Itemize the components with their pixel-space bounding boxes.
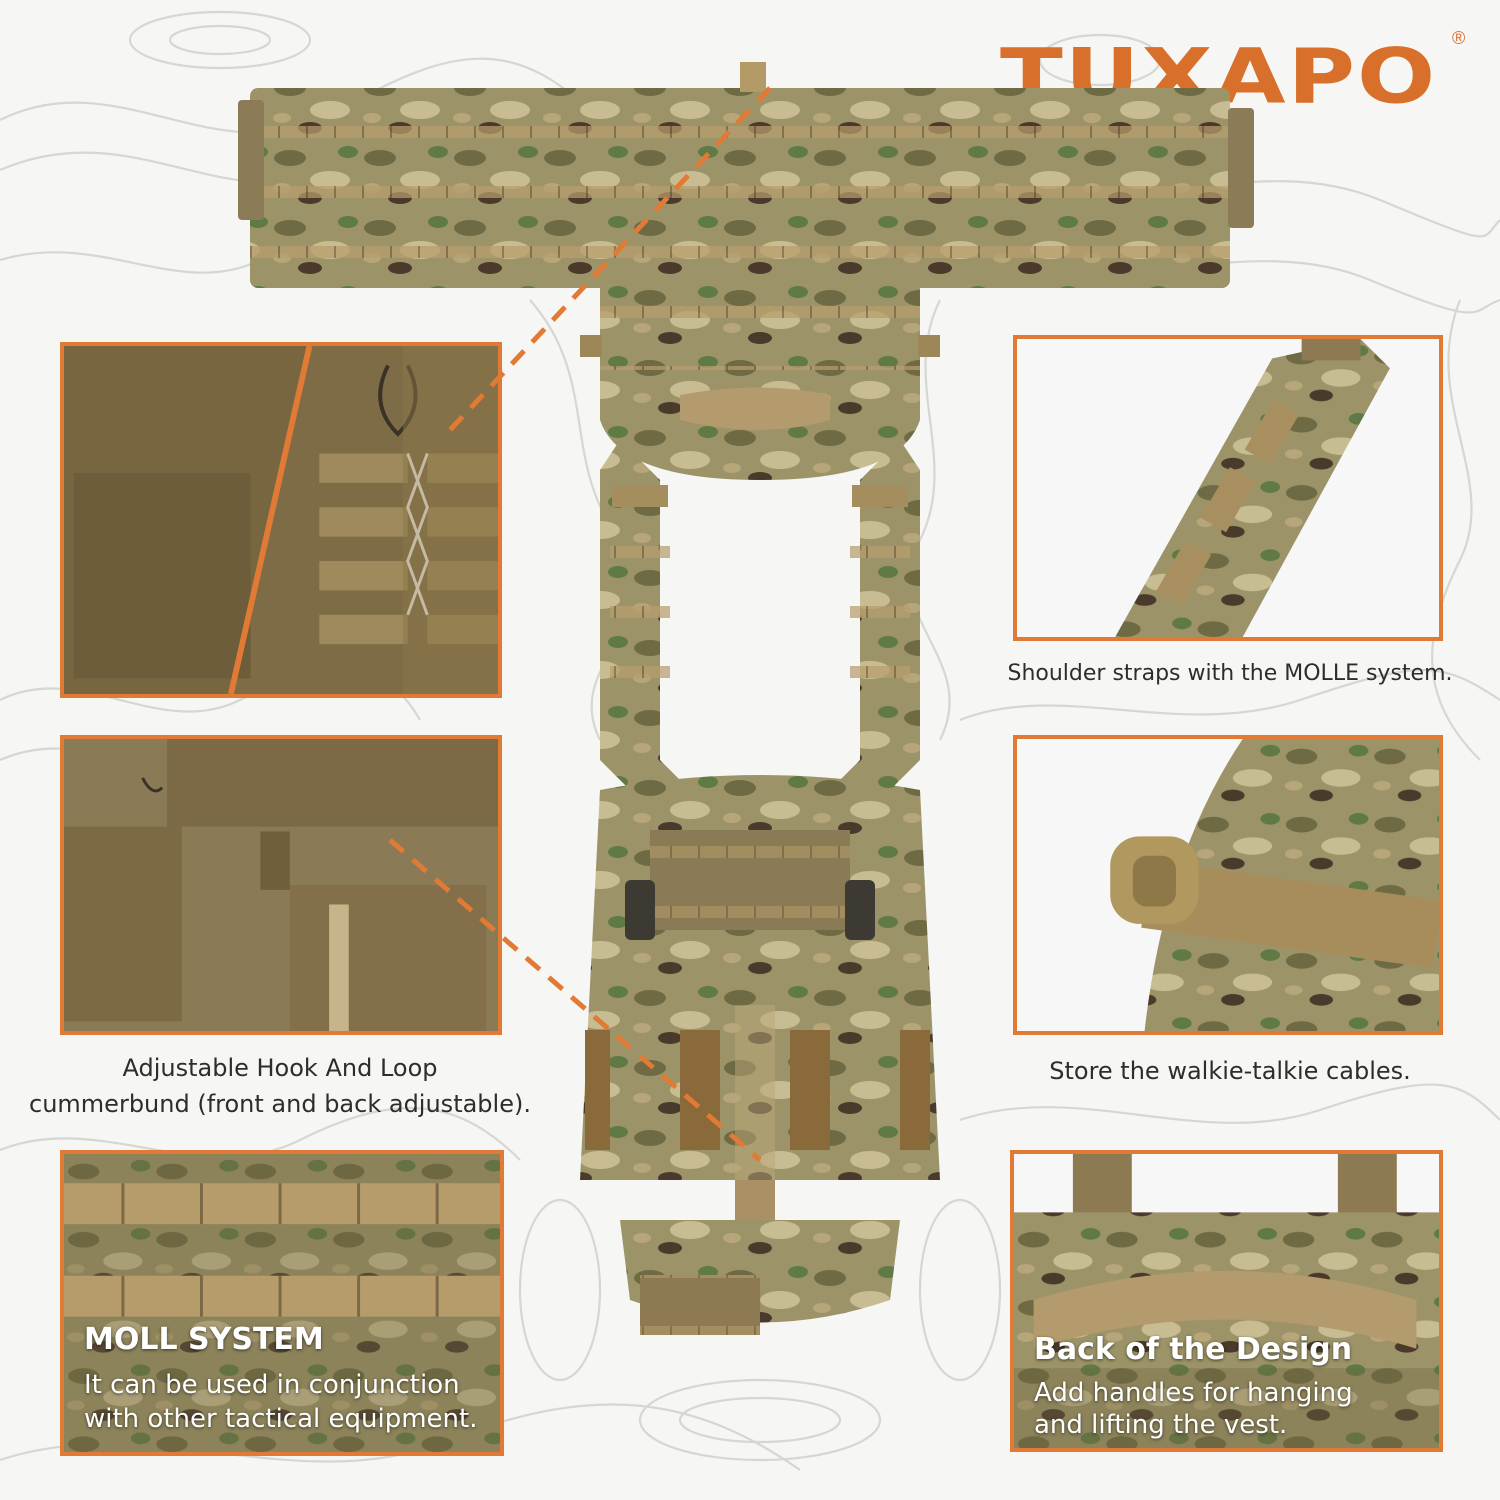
cummerbund-adjust-caption: Adjustable Hook And Loop cummerbund (fro…: [0, 1050, 560, 1122]
cummerbund-caption-line-1: Adjustable Hook And Loop: [122, 1054, 438, 1082]
shoulder-strap-icon: [1017, 339, 1439, 637]
cable-keeper-icon: [1017, 739, 1439, 1031]
back-design-text-2: and lifting the vest.: [1034, 1410, 1288, 1440]
cable-keeper-panel: [1013, 735, 1443, 1035]
cummerbund-lacing-panel: [60, 342, 502, 698]
registered-mark: ®: [1452, 28, 1466, 48]
cummerbund-caption-line-2: cummerbund (front and back adjustable).: [29, 1090, 531, 1118]
drag-handle-icon: [1014, 1154, 1439, 1448]
shoulder-straps-panel: [1013, 335, 1443, 641]
molle-webbing-icon: [64, 1154, 500, 1452]
molle-system-text-2: with other tactical equipment.: [84, 1404, 478, 1434]
hook-and-loop-icon: [64, 739, 498, 1031]
bungee-lacing-icon: [64, 346, 498, 694]
cummerbund-adjust-panel: [60, 735, 502, 1035]
back-design-panel: Back of the Design Add handles for hangi…: [1010, 1150, 1443, 1452]
molle-system-text-1: It can be used in conjunction: [84, 1370, 460, 1400]
back-design-title: Back of the Design: [1034, 1332, 1353, 1367]
molle-system-panel: MOLL SYSTEM It can be used in conjunctio…: [60, 1150, 504, 1456]
cable-keeper-caption: Store the walkie-talkie cables.: [1049, 1057, 1411, 1085]
shoulder-straps-caption: Shoulder straps with the MOLLE system.: [1007, 661, 1453, 686]
back-design-text-1: Add handles for hanging: [1034, 1378, 1353, 1408]
molle-system-title: MOLL SYSTEM: [84, 1322, 324, 1357]
